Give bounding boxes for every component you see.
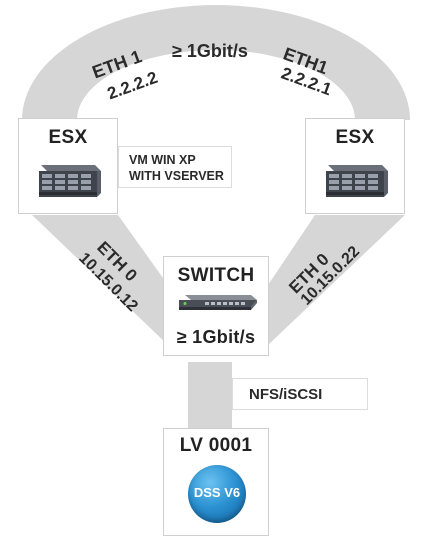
esx-left-box: ESX xyxy=(18,118,118,214)
storage-title: LV 0001 xyxy=(179,435,253,456)
esx-right-title: ESX xyxy=(335,127,375,148)
storage-protocol-label: NFS/iSCSI xyxy=(249,386,323,403)
eth0-left-band xyxy=(32,215,168,345)
eth1-arc-band xyxy=(22,5,410,120)
switch-box: SWITCH ≥ 1Gbit/s xyxy=(163,256,269,356)
vm-note-line2: WITH VSERVER xyxy=(129,169,224,183)
esx-right-box: ESX xyxy=(305,118,405,214)
switch-title: SWITCH xyxy=(177,265,255,286)
dss-badge: DSS V6 xyxy=(188,465,246,523)
switch-icon xyxy=(179,295,257,310)
vm-note-box: VM WIN XP WITH VSERVER xyxy=(118,146,232,188)
server-icon xyxy=(326,165,388,197)
dss-badge-label: DSS V6 xyxy=(193,485,241,500)
switch-speed-label: ≥ 1Gbit/s xyxy=(176,327,256,347)
top-speed-label: ≥ 1Gbit/s xyxy=(172,41,248,61)
storage-protocol-box: NFS/iSCSI xyxy=(232,378,368,410)
esx-left-title: ESX xyxy=(48,127,88,148)
storage-link-band xyxy=(188,362,232,432)
storage-box: LV 0001 DSS V6 xyxy=(163,428,269,536)
vm-note-line1: VM WIN XP xyxy=(129,153,196,167)
server-icon xyxy=(39,165,101,197)
eth0-right-band xyxy=(268,215,405,345)
